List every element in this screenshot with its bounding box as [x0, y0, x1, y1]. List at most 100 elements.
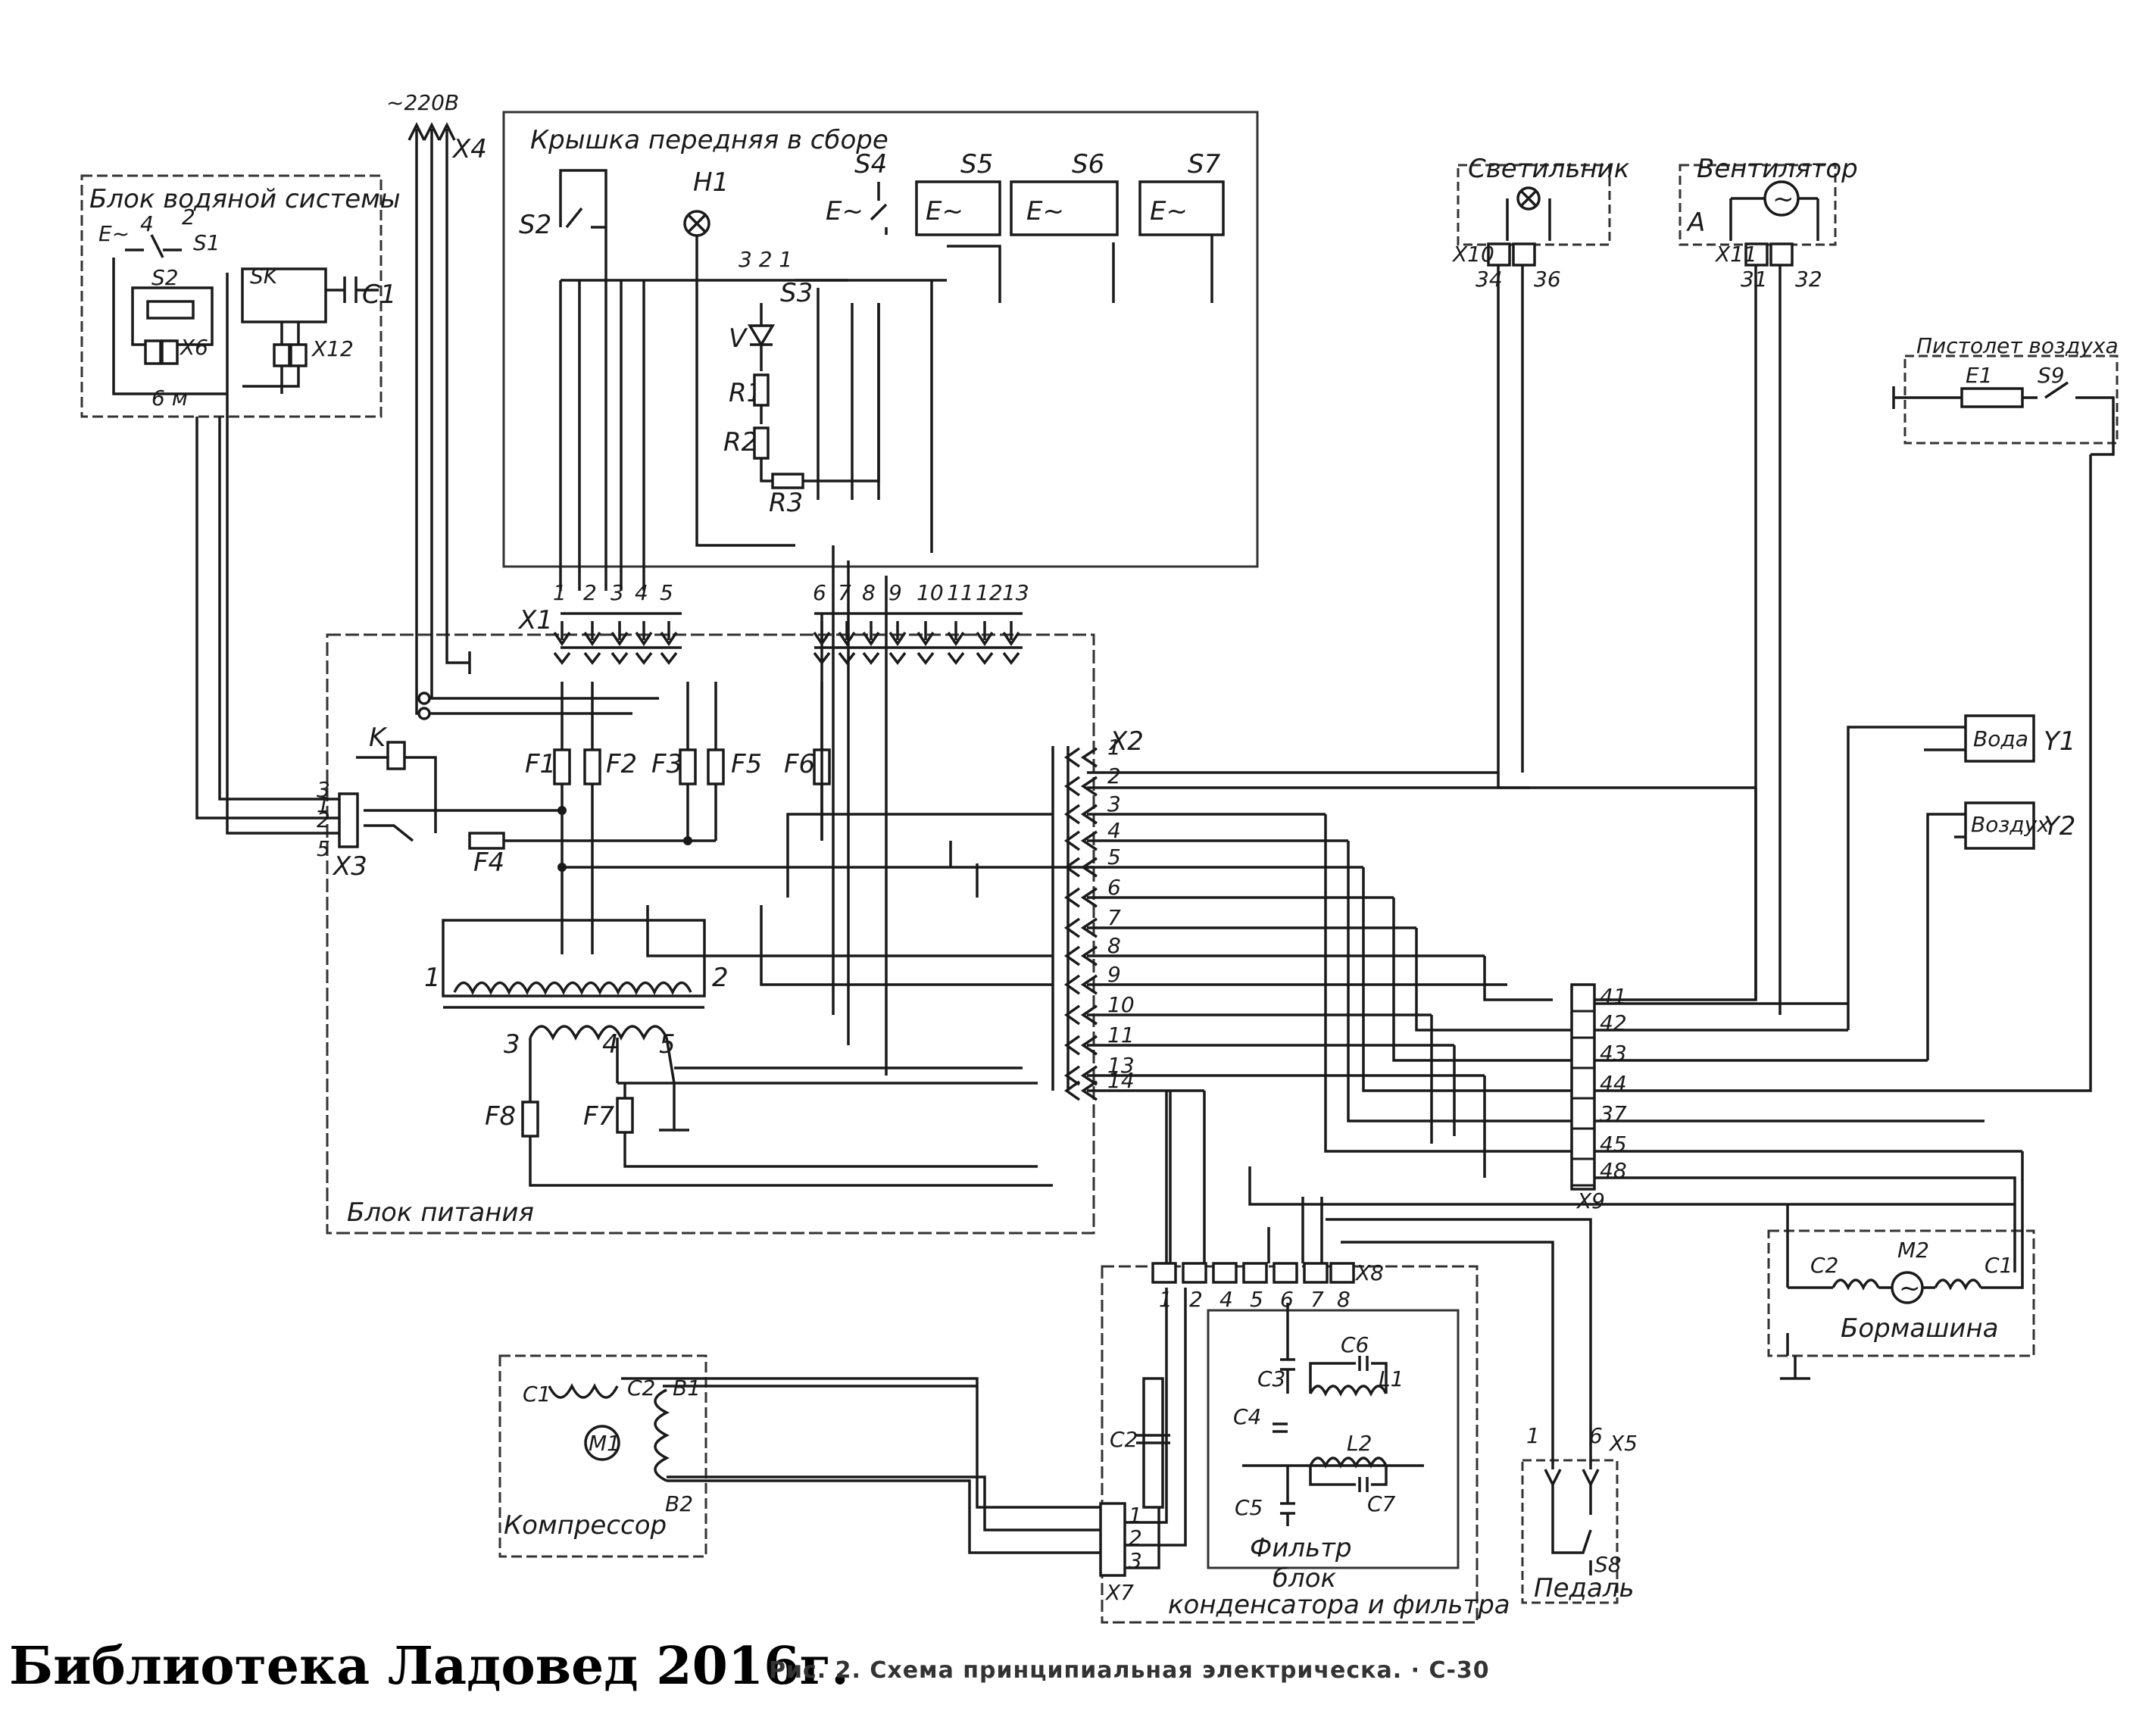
x5-label: X5	[1608, 1431, 1638, 1456]
misc-wires	[646, 545, 1172, 1263]
y2-label: Y2	[2044, 811, 2075, 841]
svg-text:1: 1	[1526, 1423, 1540, 1448]
x1-pin-label: 13	[1002, 580, 1029, 605]
svg-text:2: 2	[317, 807, 330, 832]
x9-pin-label: 43	[1600, 1041, 1627, 1066]
x2-pin-arrow	[1063, 974, 1098, 995]
s1-label: S1	[193, 230, 220, 255]
fan-internals: ~ A X11 31 32	[1686, 180, 1822, 1015]
x8-pin-box	[1242, 1262, 1268, 1284]
x8-pin-box	[1212, 1262, 1238, 1284]
x1-pin-arrow	[976, 621, 994, 665]
x1-pin-arrow	[838, 621, 856, 665]
svg-text:~: ~	[1899, 1273, 1921, 1304]
x2-pin-label: 4	[1107, 818, 1121, 843]
f7-label: F7	[583, 1101, 615, 1132]
t31-label: 31	[1741, 267, 1768, 292]
y1-valve: Вода Y1	[1847, 714, 2075, 1030]
lamp-title: Светильник	[1468, 154, 1630, 184]
f5-label: F5	[731, 749, 762, 779]
e1-label: E1	[1966, 363, 1993, 388]
front-cover-block: Крышка передняя в сборе	[502, 111, 1259, 568]
k-label: K	[369, 723, 388, 753]
f6-label: F6	[784, 749, 815, 779]
fan-block: Вентилятор	[1679, 154, 1858, 246]
x9-pin-label: 44	[1600, 1071, 1627, 1096]
fan-a-label: A	[1686, 208, 1705, 238]
x1-pin-arrow	[660, 621, 678, 665]
x1-pin-arrow	[635, 621, 653, 665]
x1-pin-label: 12	[976, 580, 1003, 605]
pedal-internals: 1 6 X5 S8	[1526, 1423, 1638, 1577]
x1-pin-label: 4	[635, 580, 648, 605]
x8-pin-label: 5	[1250, 1287, 1263, 1312]
f4-label: F4	[473, 848, 504, 878]
x2-pin-arrow	[1063, 1065, 1098, 1086]
c4-label: C4	[1233, 1404, 1261, 1429]
svg-text:4: 4	[140, 211, 154, 236]
svg-text:2: 2	[182, 205, 195, 229]
water-system-block: Блок водяной системы	[80, 174, 401, 418]
x7-c2: C2 1 2 3 X7	[1099, 1288, 1187, 1605]
f2-label: F2	[606, 749, 637, 779]
compressor-block: Компрессор	[498, 1354, 707, 1558]
x1-pin-label: 9	[888, 580, 902, 605]
svg-text:3: 3	[504, 1029, 520, 1060]
svg-text:~: ~	[1772, 184, 1794, 214]
svg-text:6: 6	[1589, 1423, 1603, 1448]
x2-pin-arrow	[1063, 830, 1098, 851]
t32-label: 32	[1795, 267, 1822, 292]
svg-text:4: 4	[602, 1029, 619, 1060]
x2-pin-label: 11	[1107, 1023, 1135, 1048]
front-cover-switches: S2 H1 3 2 1 S3 S4 E~ S5 E~ S6 E~ S7 E~	[519, 149, 1225, 591]
bus-wires	[1087, 454, 2092, 1272]
air-heater-internals: E1 S9	[1892, 363, 2115, 456]
x1-pin-label: 6	[813, 580, 826, 605]
x8-pin-box	[1151, 1262, 1177, 1284]
air-heater-block: Пистолет воздуха	[1903, 333, 2119, 445]
water-block-title: Блок водяной системы	[89, 184, 401, 214]
x1-pin-arrow	[611, 621, 629, 665]
power-block-title: Блок питания	[347, 1197, 534, 1228]
compressor-title: Компрессор	[504, 1510, 667, 1541]
x1-pin-label: 10	[917, 580, 944, 605]
x1-pin-label: 8	[862, 580, 876, 605]
x1-pin-label: 2	[583, 580, 597, 605]
fuses-and-relay: K F1 F2 F3 F5 F6 F4	[356, 682, 1095, 954]
lamp-block: Светильник	[1457, 154, 1630, 246]
x8-pin-label: 6	[1280, 1287, 1294, 1312]
x8-pin-box	[1182, 1262, 1207, 1284]
capacitor-filter-block: Фильтр блок конденсатора и фильтра	[1101, 1265, 1510, 1624]
c5-label: C5	[1235, 1495, 1263, 1520]
x3-label: X3	[332, 851, 367, 882]
filter-internals: C3 C6 L1 C4 L2 C7 C5	[1233, 1303, 1424, 1526]
filter-title: Фильтр	[1250, 1533, 1352, 1563]
mains-input: ~220В X4	[386, 90, 659, 720]
svg-text:E~: E~	[926, 196, 963, 226]
x1-pin-arrow	[947, 621, 965, 665]
x9-pin-label: 37	[1600, 1101, 1627, 1126]
svg-text:E~: E~	[98, 221, 130, 246]
y1-box-text: Вода	[1973, 726, 2028, 751]
x2-pin-arrow	[1063, 804, 1098, 825]
x2-pin-label: 10	[1107, 992, 1135, 1017]
s9-label: S9	[2038, 363, 2065, 388]
l1-label: L1	[1379, 1366, 1404, 1391]
svg-text:5: 5	[317, 836, 330, 861]
x8-pin-box	[1329, 1262, 1355, 1284]
x2-label: X2	[1108, 726, 1144, 757]
pedal-block: Педаль	[1521, 1459, 1635, 1604]
m2-label: M2	[1897, 1238, 1929, 1263]
x1-label: X1	[517, 605, 553, 635]
svg-text:3: 3	[317, 777, 330, 802]
mc1-label: C1	[523, 1382, 551, 1407]
f1-label: F1	[525, 749, 556, 779]
s3-label: S3	[780, 278, 813, 308]
x2-pin-label: 14	[1107, 1068, 1135, 1093]
x2-pin-label: 1	[1107, 735, 1121, 760]
c6-label: C6	[1341, 1332, 1369, 1357]
dc2-label: C2	[1810, 1253, 1838, 1278]
